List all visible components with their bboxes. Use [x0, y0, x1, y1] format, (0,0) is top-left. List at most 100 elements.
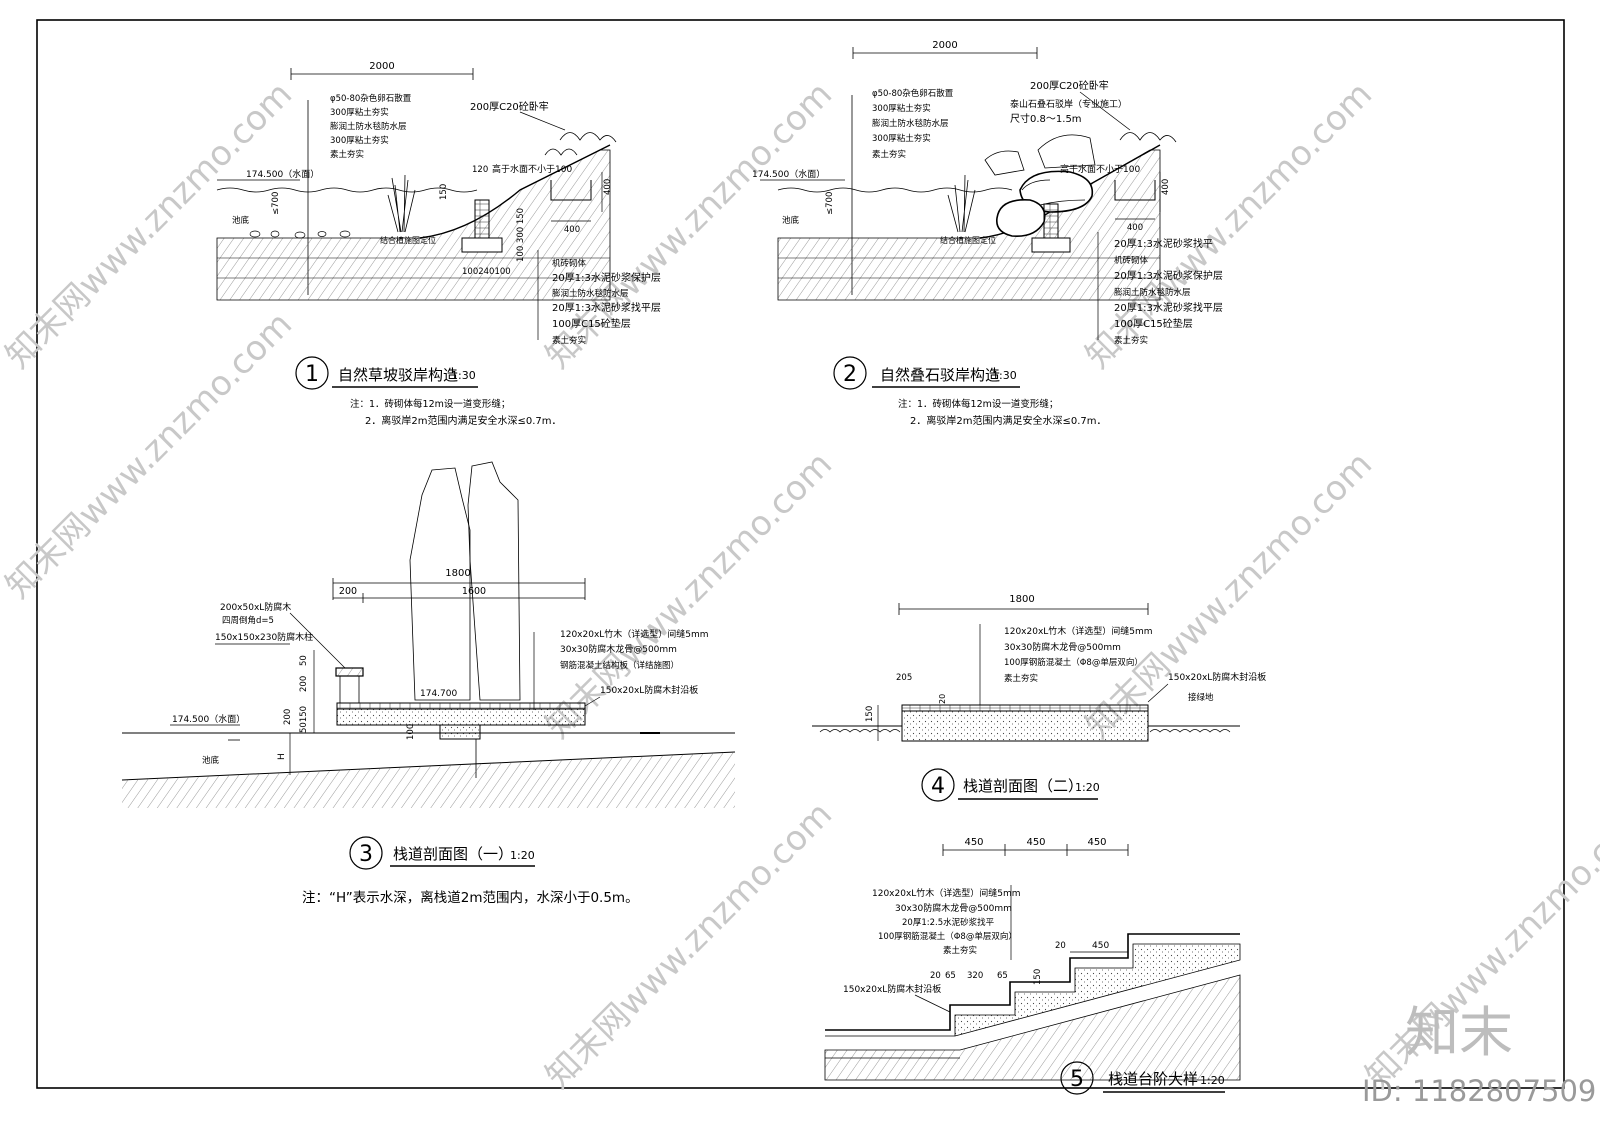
d4-dim-total: 1800: [1009, 594, 1034, 605]
d1-note1: 注：1．砖砌体每12m设一道变形缝；: [350, 398, 510, 410]
d3-scale: 1:20: [510, 849, 535, 862]
d2-pool-bottom: 池底: [782, 215, 800, 226]
watermark-layer: 知末网www.znzmo.com 知末网www.znzmo.com 知末网www…: [0, 74, 1600, 1096]
brand-block: 知末 ID: 1182807509: [1362, 1001, 1596, 1108]
d1-layer: 300厚粘土夯实: [330, 107, 389, 118]
d3-note: 注：“H”表示水深，离栈道2m范围内，水深小于0.5m。: [302, 889, 639, 906]
d5-note: 30x30防腐木龙骨@500mm: [895, 902, 1012, 914]
d2-water-level: 174.500（水面）: [752, 168, 825, 180]
d1-layer: 素土夯实: [330, 149, 364, 160]
d3-h-label: H: [277, 753, 287, 760]
d3-left-note: 200x50xL防腐木: [220, 601, 291, 613]
d2-title: 自然叠石驳岸构造: [880, 366, 1000, 384]
d5-scale: 1:20: [1200, 1074, 1225, 1087]
d5-d450: 450: [1092, 941, 1109, 951]
d3-d100: 100: [406, 724, 416, 740]
detail-3: 1800 200 1600 200x50xL防腐木 四周倒角d=5 150x15…: [121, 461, 736, 906]
d1-layer: 300厚粘土夯实: [330, 135, 389, 146]
d4-green-note: 接绿地: [1188, 692, 1214, 703]
d5-d65b: 65: [997, 971, 1008, 981]
d1-d120: 120: [472, 165, 488, 175]
d4-num: 4: [931, 774, 945, 799]
d1-water-level: 174.500（水面）: [246, 168, 319, 180]
d1-plant-note: 结合植施图定位: [380, 235, 436, 245]
d3-left-note: 150x150x230防腐木柱: [215, 631, 313, 643]
d2-callout: 膨润土防水毯防水层: [1114, 287, 1191, 298]
d3-pool-bottom: 池底: [202, 755, 220, 766]
d5-board-note: 150x20xL防腐木封沿板: [843, 983, 941, 995]
sheet-border: [36, 19, 1565, 1089]
d5-dim-top: 450: [964, 837, 983, 848]
d2-note1: 注：1．砖砌体每12m设一道变形缝；: [898, 398, 1058, 410]
d2-callout: 20厚1:3水泥砂浆找平: [1114, 237, 1213, 250]
d4-d205: 205: [896, 673, 912, 683]
d2-layer: 300厚粘土夯实: [872, 133, 931, 144]
d2-callout: 100厚C15砼垫层: [1114, 317, 1193, 330]
d1-layer: φ50-80杂色卵石散置: [330, 93, 412, 104]
watermark-text: 知末网www.znzmo.com: [1078, 444, 1380, 746]
d2-rock-note2: 尺寸0.8～1.5m: [1010, 112, 1082, 125]
d4-note: 素土夯实: [1004, 673, 1038, 684]
d4-note: 30x30防腐木龙骨@500mm: [1004, 641, 1121, 653]
d1-dim-top: 2000: [369, 61, 394, 72]
d1-d400v: 400: [603, 179, 613, 195]
d2-layer: 素土夯实: [872, 149, 906, 160]
d5-d320: 320: [967, 971, 983, 981]
d5-note: 120x20xL竹木（详选型）间缝5mm: [872, 887, 1021, 899]
d1-title: 自然草坡驳岸构造: [338, 366, 458, 384]
d2-num: 2: [843, 362, 857, 387]
d3-right-note: 钢筋混凝土结构板（详结施图）: [560, 660, 679, 671]
d2-rock-note1: 泰山石叠石驳岸（专业施工）: [1010, 98, 1127, 110]
d1-pool-bottom: 池底: [232, 215, 250, 226]
d5-note: 100厚钢筋混凝土（Φ8@单层双向）: [878, 931, 1017, 942]
d1-layer: 膨润土防水毯防水层: [330, 121, 407, 132]
d2-scale: 1:30: [992, 369, 1017, 382]
d1-num: 1: [305, 362, 319, 387]
watermark-text: 知末网www.znzmo.com: [538, 444, 840, 746]
d3-board-note: 150x20xL防腐木封沿板: [600, 684, 698, 696]
d3-dim-total: 1800: [445, 568, 470, 579]
d5-num: 5: [1070, 1067, 1084, 1092]
d3-title: 栈道剖面图（一）: [393, 845, 513, 863]
d5-d65a: 65: [945, 971, 956, 981]
detail-2: 2000 φ50-80杂色卵石散置 300厚粘土夯实 膨润土防水毯防水层 300…: [752, 40, 1223, 427]
d1-edge-note: 高于水面不小于100: [492, 163, 572, 175]
d3-d200a: 200: [299, 676, 309, 692]
d2-h700: ≤700: [825, 192, 835, 215]
d2-callout: 素土夯实: [1114, 335, 1148, 346]
d2-callout: 20厚1:3水泥砂浆保护层: [1114, 269, 1223, 282]
d3-d50: 50: [299, 655, 309, 666]
d3-d200b: 200: [283, 709, 293, 725]
d3-left-note: 四周倒角d=5: [222, 615, 274, 626]
d3-water-level: 174.500（水面）: [172, 713, 245, 725]
d1-callout: 100厚C15砼垫层: [552, 317, 631, 330]
brand-logo: 知末: [1405, 1001, 1513, 1064]
d5-title: 栈道台阶大样: [1108, 1070, 1198, 1088]
d2-d400v: 400: [1161, 179, 1171, 195]
d2-layer: 300厚粘土夯实: [872, 103, 931, 114]
d4-title: 栈道剖面图（二）: [963, 777, 1083, 795]
d3-dim-1600: 1600: [462, 586, 486, 597]
d1-scale: 1:30: [451, 369, 476, 382]
d4-board-note: 150x20xL防腐木封沿板: [1168, 671, 1266, 683]
d3-d50150: 50150: [299, 706, 309, 733]
d5-d150: 150: [1033, 969, 1043, 985]
d2-layer: φ50-80杂色卵石散置: [872, 88, 954, 99]
d3-num: 3: [359, 842, 373, 867]
d5-d20b: 20: [1055, 941, 1066, 951]
d4-note: 100厚钢筋混凝土（Φ8@单层双向）: [1004, 657, 1143, 668]
d2-callout: 机砖砌体: [1114, 255, 1149, 266]
d1-note2: 2．离驳岸2m范围内满足安全水深≤0.7m．: [365, 414, 562, 427]
d5-dim-top: 450: [1087, 837, 1106, 848]
d4-d20: 20: [938, 694, 947, 704]
d1-callout: 20厚1:3水泥砂浆保护层: [552, 271, 661, 284]
d1-dbottom: 100240100: [462, 267, 511, 277]
d2-edge-note: 高于水面不小于100: [1060, 163, 1140, 175]
d1-top-note: 200厚C20砼卧牢: [470, 100, 549, 113]
d2-layer: 膨润土防水毯防水层: [872, 118, 949, 129]
d2-note2: 2．离驳岸2m范围内满足安全水深≤0.7m．: [910, 414, 1107, 427]
d4-scale: 1:20: [1075, 781, 1100, 794]
d5-note: 素土夯实: [943, 945, 977, 956]
d2-dim-top: 2000: [932, 40, 957, 51]
